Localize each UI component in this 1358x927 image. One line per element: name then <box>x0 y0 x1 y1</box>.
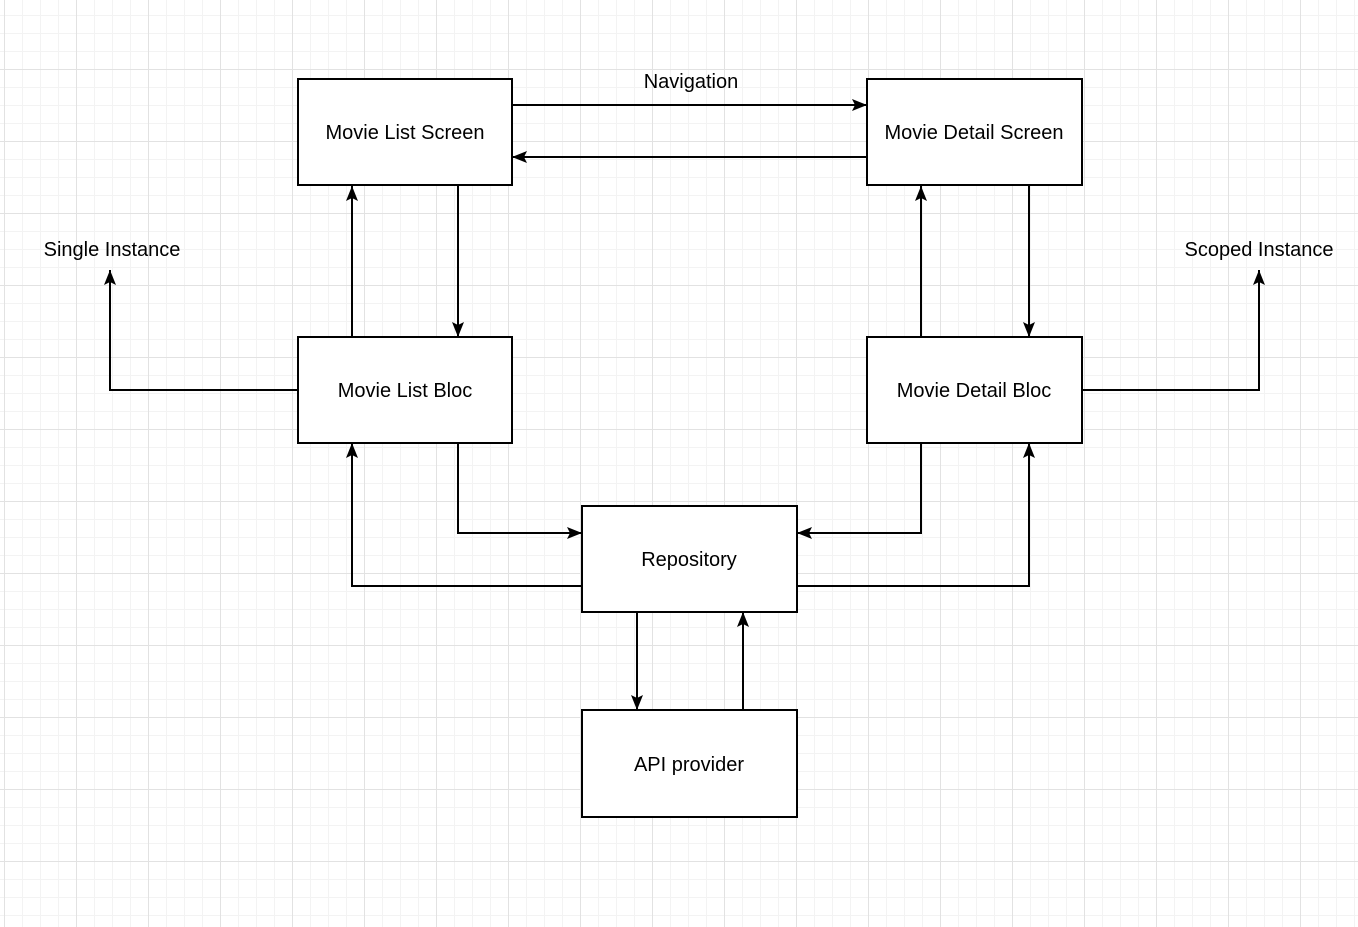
edges <box>104 99 1265 710</box>
node-repository-label: Repository <box>641 549 737 571</box>
node-movie-detail-bloc-box <box>866 336 1083 444</box>
edge-list-bloc-to-repository <box>457 443 582 539</box>
floating-labels: Navigation Single Instance Scoped Instan… <box>44 71 1334 261</box>
edge-repository-to-list-bloc <box>346 443 582 587</box>
node-movie-detail-screen: Movie Detail Screen <box>866 78 1083 186</box>
nodes: Movie List Screen Movie Detail Screen Mo… <box>297 78 1083 818</box>
single-instance-label: Single Instance <box>44 239 181 261</box>
edge-repository-to-detail-bloc <box>797 443 1035 587</box>
node-movie-list-screen-label: Movie List Screen <box>326 122 485 144</box>
node-movie-detail-screen-label: Movie Detail Screen <box>885 122 1064 144</box>
node-repository-box <box>581 505 798 613</box>
node-movie-list-bloc-label: Movie List Bloc <box>338 380 473 402</box>
node-api-provider: API provider <box>581 709 798 818</box>
navigation-label: Navigation <box>644 71 739 93</box>
node-movie-detail-screen-box <box>866 78 1083 186</box>
node-movie-list-screen: Movie List Screen <box>297 78 513 186</box>
node-repository: Repository <box>581 505 798 613</box>
edge-scoped-instance <box>1082 270 1265 391</box>
node-movie-list-screen-box <box>297 78 513 186</box>
node-movie-list-bloc-box <box>297 336 513 444</box>
node-api-provider-box <box>581 709 798 818</box>
node-movie-list-bloc: Movie List Bloc <box>297 336 513 444</box>
edge-single-instance <box>104 270 298 391</box>
edge-detail-bloc-to-repository <box>797 443 922 539</box>
scoped-instance-label: Scoped Instance <box>1185 239 1334 261</box>
node-movie-detail-bloc-label: Movie Detail Bloc <box>897 380 1052 402</box>
node-movie-detail-bloc: Movie Detail Bloc <box>866 336 1083 444</box>
node-api-provider-label: API provider <box>634 754 744 776</box>
